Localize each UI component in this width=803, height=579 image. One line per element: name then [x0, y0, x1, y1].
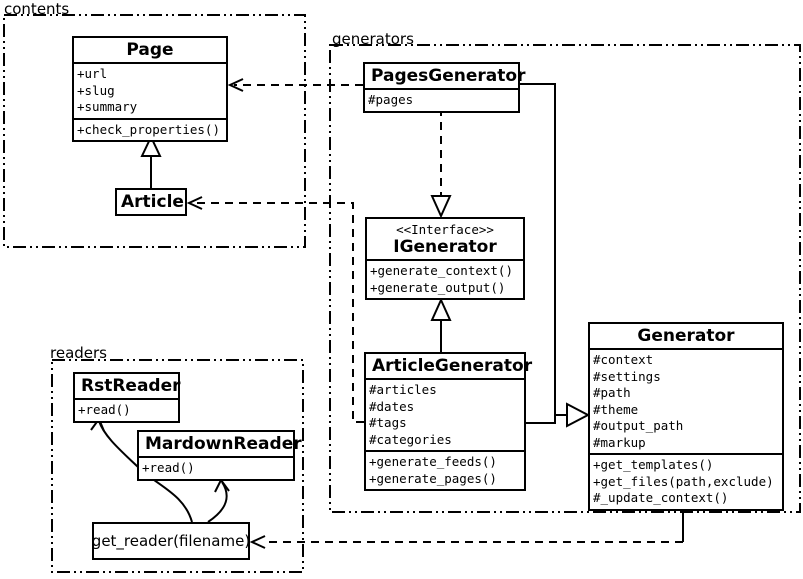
- class-igenerator-methods: +generate_context() +generate_output(): [367, 259, 523, 298]
- class-articlegenerator-attributes: #articles #dates #tags #categories: [366, 378, 524, 450]
- arrow-article-extends-page: [140, 134, 162, 188]
- class-page: Page +url +slug +summary +check_properti…: [72, 36, 228, 142]
- class-rstreader: RstReader +read(): [73, 372, 181, 423]
- class-pagesgenerator-title: PagesGenerator: [371, 66, 526, 86]
- class-rstreader-methods: +read(): [75, 398, 178, 421]
- class-generator-title: Generator: [637, 326, 735, 346]
- class-articlegenerator-methods: +generate_feeds() +generate_pages(): [366, 450, 524, 489]
- package-readers-border: [51, 359, 304, 573]
- package-label-generators: generators: [332, 30, 414, 48]
- class-generator: Generator #context #settings #path #them…: [588, 322, 784, 511]
- class-articlegenerator-title: ArticleGenerator: [372, 356, 533, 376]
- package-label-readers: readers: [50, 344, 107, 362]
- class-page-methods: +check_properties(): [74, 117, 226, 141]
- class-generator-methods: +get_templates() +get_files(path,exclude…: [590, 453, 782, 509]
- arrow-pagesgenerator-realizes-igenerator: [430, 108, 452, 219]
- class-markdownreader-methods: +read(): [139, 456, 293, 479]
- class-page-attributes: +url +slug +summary: [74, 62, 226, 118]
- class-igenerator-title: IGenerator: [393, 237, 497, 257]
- class-article-title: Article: [121, 192, 184, 212]
- package-generators-border: [329, 44, 801, 513]
- package-contents-border: [3, 14, 306, 248]
- package-label-contents: contents: [4, 0, 70, 18]
- class-igenerator: <<Interface>> IGenerator +generate_conte…: [365, 217, 525, 300]
- class-articlegenerator: ArticleGenerator #articles #dates #tags …: [364, 352, 533, 491]
- class-igenerator-stereotype: <<Interface>>: [396, 222, 494, 237]
- arrow-generators-extend-generator: [520, 83, 591, 428]
- function-get-reader: get_reader(filename): [92, 522, 250, 560]
- arrow-articlegenerator-extends-igenerator: [430, 297, 452, 352]
- class-rstreader-title: RstReader: [81, 376, 181, 396]
- class-markdownreader: MardownReader +read(): [137, 430, 302, 481]
- class-article: Article: [115, 188, 187, 216]
- arrow-pagesgenerator-depends-page: [227, 78, 363, 92]
- class-markdownreader-title: MardownReader: [145, 434, 302, 454]
- class-pagesgenerator-attributes: #pages: [365, 88, 518, 111]
- class-pagesgenerator: PagesGenerator #pages: [363, 62, 526, 113]
- class-page-title: Page: [126, 40, 174, 60]
- class-generator-attributes: #context #settings #path #theme #output_…: [590, 348, 782, 453]
- arrow-getreader-to-markdownreader: [207, 478, 230, 523]
- arrow-articlegenerator-depends-article: [186, 196, 364, 423]
